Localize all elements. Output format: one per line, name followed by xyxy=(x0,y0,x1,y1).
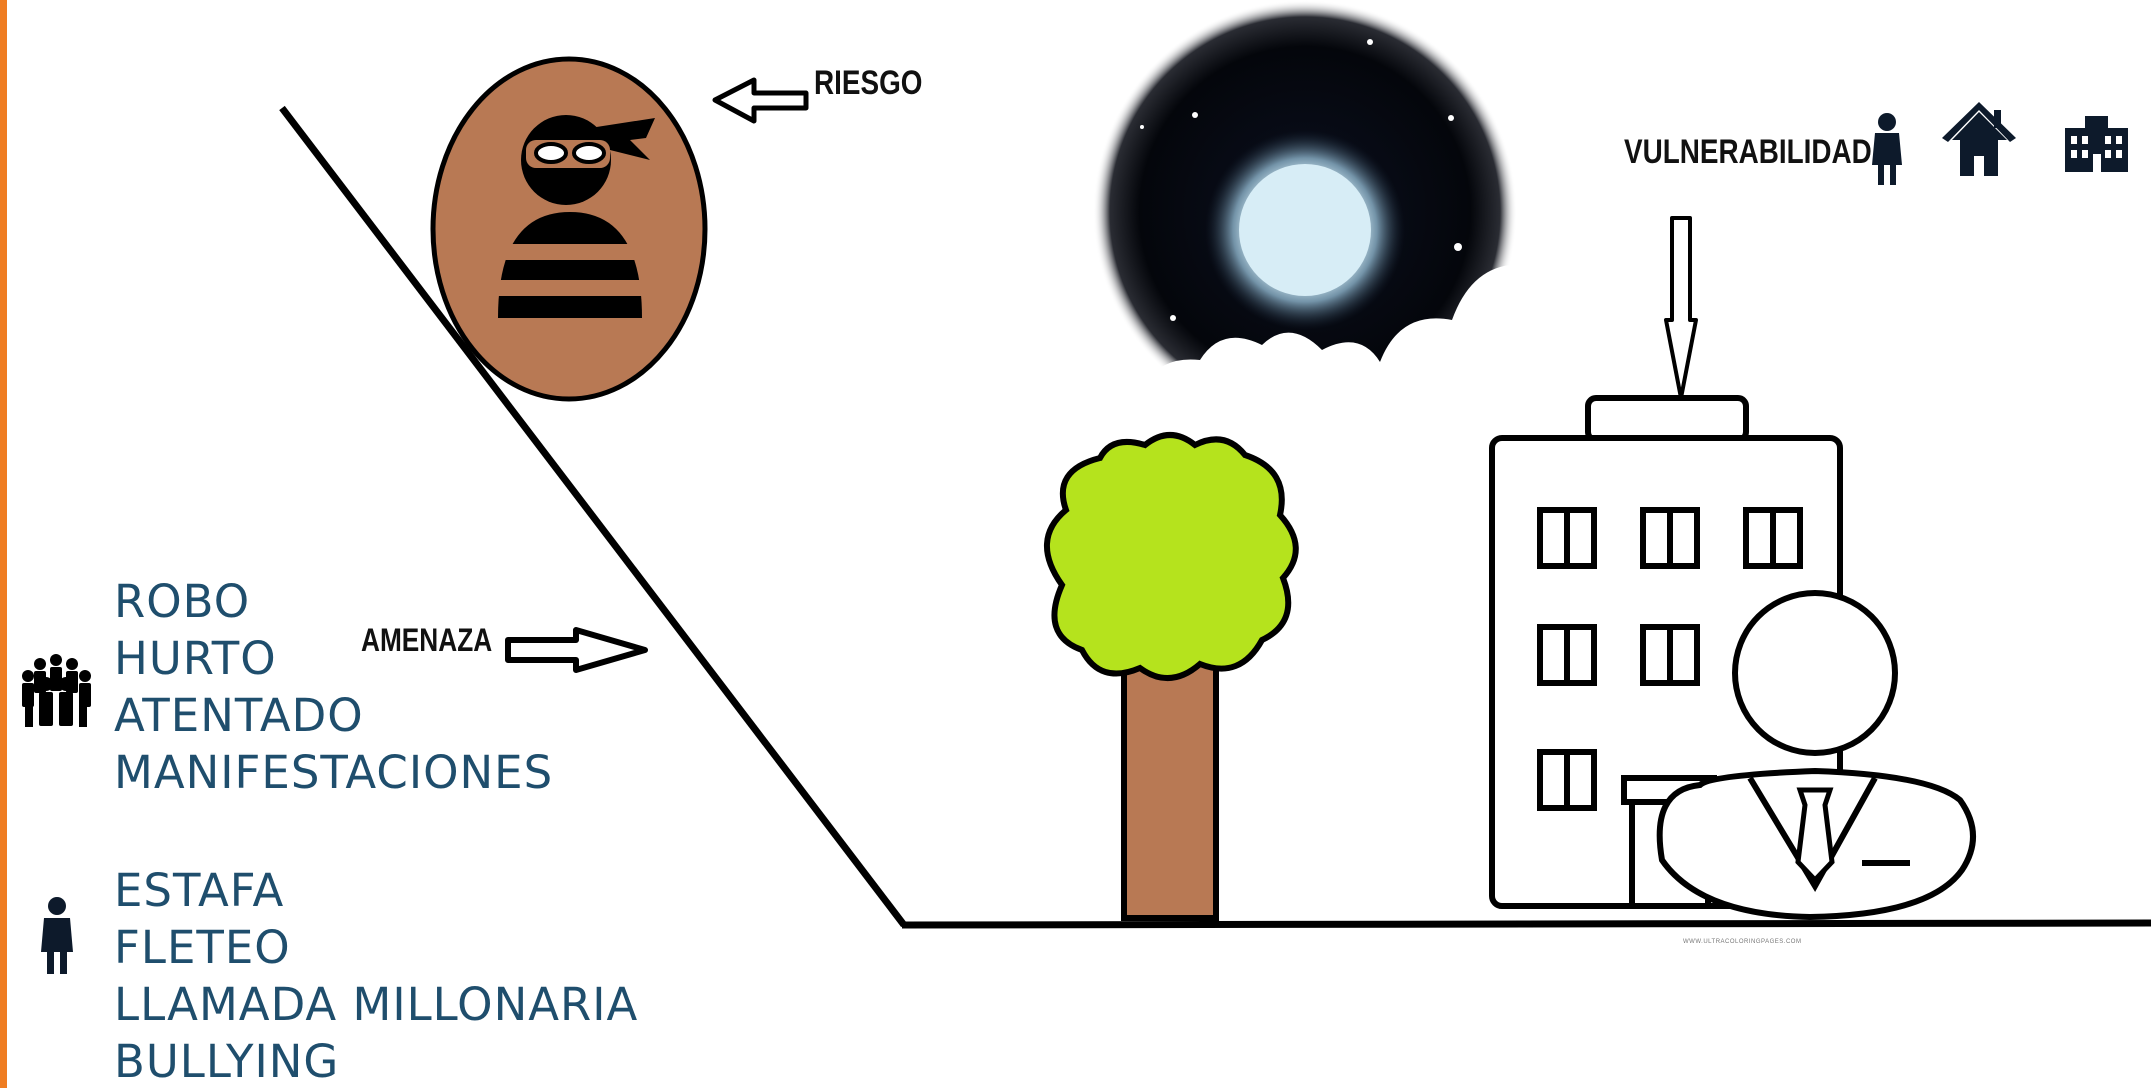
list-item: HURTO xyxy=(114,630,553,687)
thief-icon xyxy=(433,59,705,399)
night-sky-moon-icon xyxy=(1093,0,1520,430)
person-threats-list: ESTAFA FLETEO LLAMADA MILLONARIA BULLYIN… xyxy=(114,862,638,1090)
vulnerabilidad-label: VULNERABILIDAD xyxy=(1624,133,1872,172)
riesgo-label: RIESGO xyxy=(814,64,922,103)
person-icon xyxy=(41,897,73,974)
list-item: BULLYING xyxy=(114,1033,638,1090)
list-item: ESTAFA xyxy=(114,862,638,919)
person-icon xyxy=(1872,113,1902,185)
list-item: ROBO xyxy=(114,573,553,630)
list-item: MANIFESTACIONES xyxy=(114,744,553,801)
tree-icon xyxy=(1047,435,1296,918)
group-of-people-icon xyxy=(22,654,91,727)
list-item: FLETEO xyxy=(114,919,638,976)
ground-line xyxy=(902,923,2151,925)
list-item: LLAMADA MILLONARIA xyxy=(114,976,638,1033)
list-item: ATENTADO xyxy=(114,687,553,744)
house-icon xyxy=(1942,102,2016,176)
group-threats-list: ROBO HURTO ATENTADO MANIFESTACIONES xyxy=(114,573,553,801)
building-icon xyxy=(2065,116,2128,172)
image-credit: WWW.ULTRACOLORINGPAGES.COM xyxy=(1683,939,1801,945)
vulnerabilidad-arrow-icon xyxy=(1666,218,1696,398)
riesgo-arrow-icon xyxy=(715,80,806,121)
